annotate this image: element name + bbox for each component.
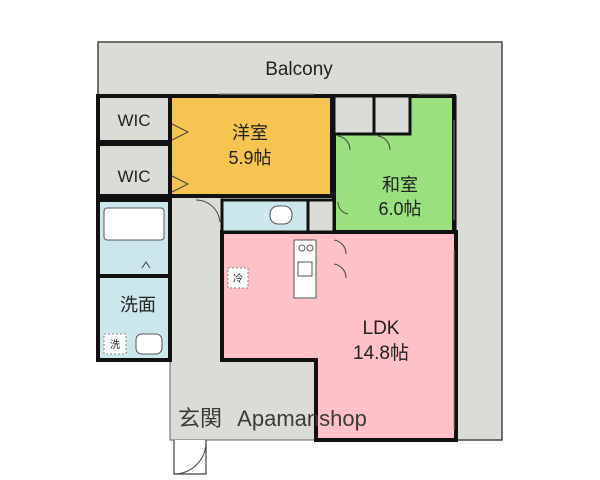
storage-small	[306, 198, 336, 234]
washer-label: 洗	[110, 339, 120, 351]
fridge-label: 冷	[233, 272, 243, 285]
closet-right	[372, 94, 412, 136]
toilet-room	[220, 198, 310, 234]
watermark-text: Apamanshop	[237, 406, 367, 431]
washroom-label: 洗面	[120, 295, 156, 315]
wash-basin	[135, 333, 163, 355]
stove-burner-1	[298, 244, 306, 252]
balcony-label: Balcony	[265, 59, 333, 80]
window-marks	[218, 93, 455, 430]
japanese-room-size: 6.0帖	[378, 199, 421, 219]
stove-burner-2	[306, 244, 314, 252]
washing-machine-space	[103, 333, 127, 355]
kitchen-counter	[293, 239, 317, 299]
fridge-space	[227, 267, 249, 289]
western-room	[168, 94, 334, 198]
kitchen-sink	[297, 261, 313, 277]
entrance-door-swing	[173, 440, 207, 475]
japanese-room-name: 和室	[382, 175, 418, 195]
ldk-name: LDK	[363, 318, 400, 339]
western-room-size: 5.9帖	[228, 148, 271, 168]
entrance-door-arc	[173, 441, 207, 475]
entrance-label: 玄関	[178, 406, 222, 431]
ldk-size: 14.8帖	[353, 342, 409, 364]
western-room-name: 洋室	[232, 123, 268, 143]
ldk-room	[220, 230, 458, 442]
bathtub	[103, 207, 165, 241]
door-swings	[141, 123, 391, 279]
wic-bottom-label: WIC	[117, 167, 150, 186]
closet-left	[332, 94, 376, 136]
wic-bottom	[96, 142, 172, 198]
toilet-fixture	[269, 205, 293, 225]
wic-top-label: WIC	[117, 111, 150, 130]
